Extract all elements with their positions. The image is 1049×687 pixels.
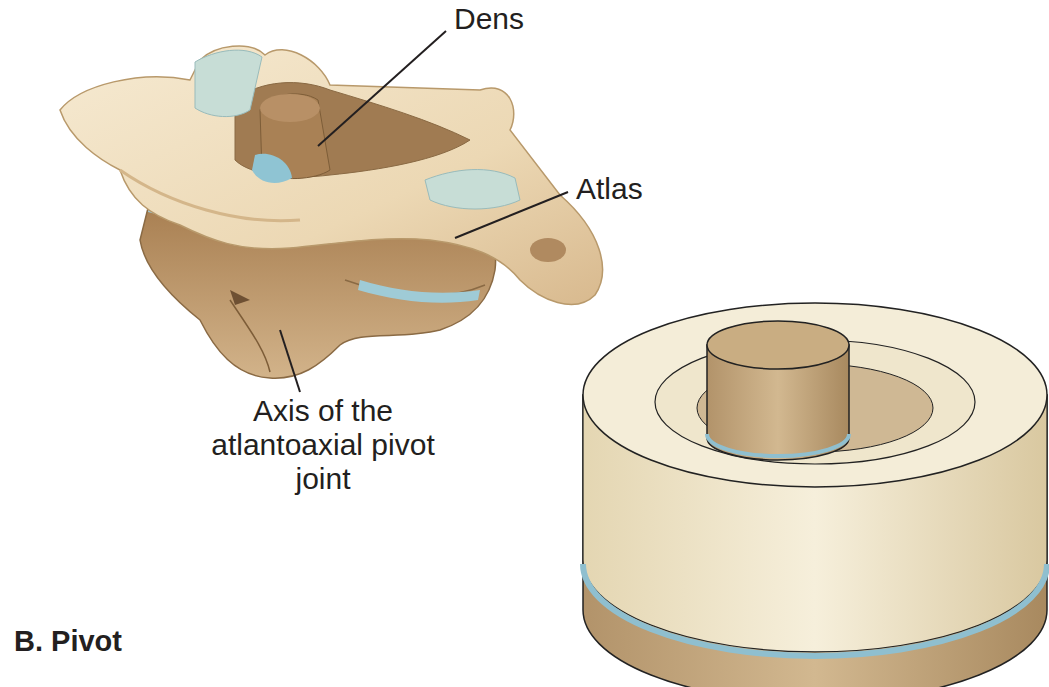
- pivot-model: [583, 303, 1047, 687]
- figure-title: B. Pivot: [14, 624, 122, 658]
- part-label: Dens: [454, 2, 524, 36]
- atlas-vertebra: [60, 46, 602, 305]
- part-label: Axis of the atlantoaxial pivot joint: [198, 394, 448, 496]
- leader-line: [455, 192, 568, 238]
- dens: [252, 94, 330, 183]
- leader-line: [280, 330, 300, 392]
- leader-line: [318, 31, 446, 146]
- part-label: Atlas: [576, 172, 643, 206]
